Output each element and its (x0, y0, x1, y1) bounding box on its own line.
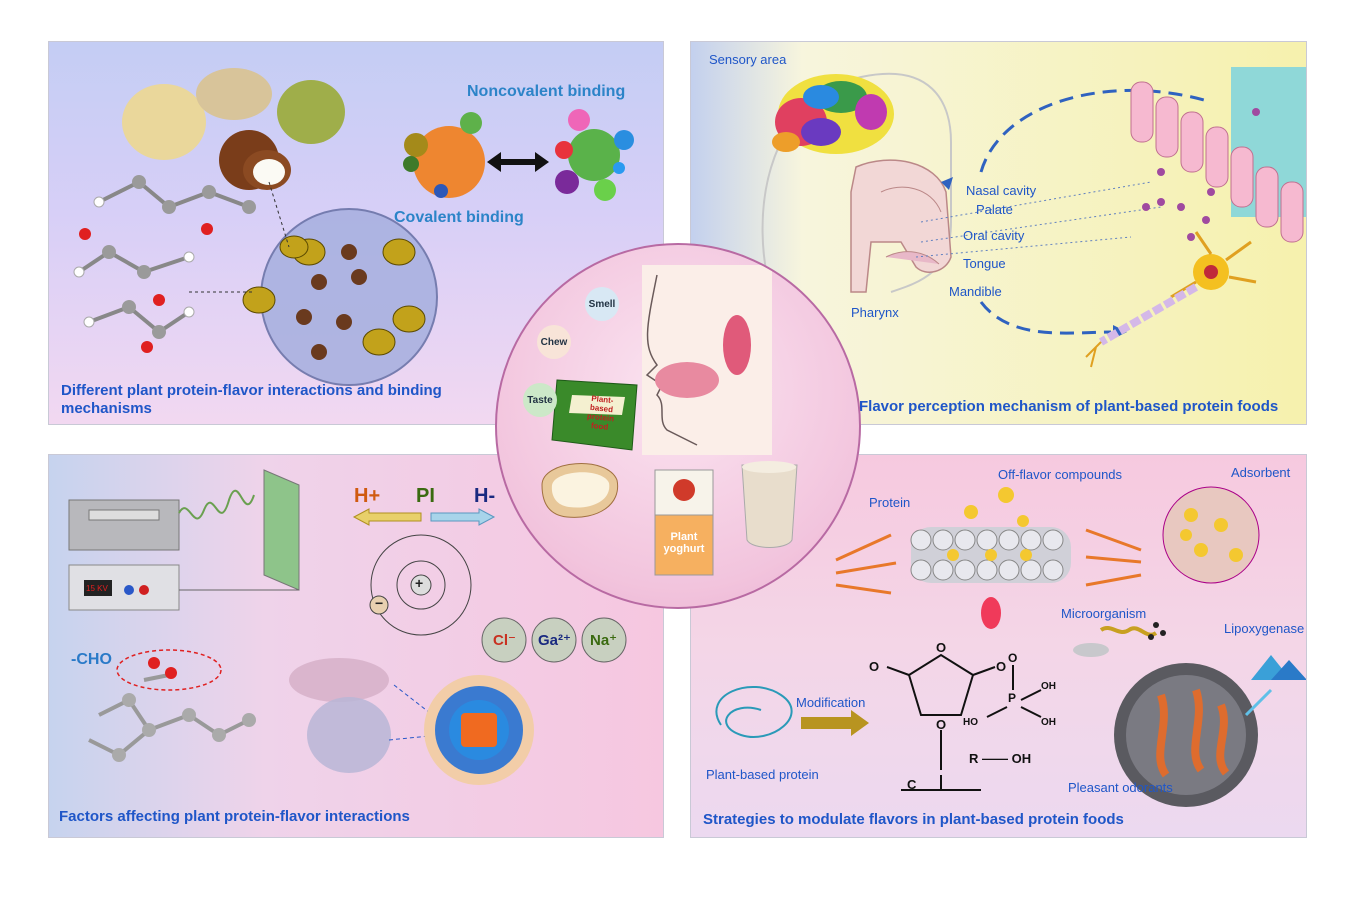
noncovalent-label: Noncovalent binding (467, 83, 626, 100)
oral-cavity-label: Oral cavity (963, 228, 1025, 243)
atom-o-phosphoryl: O (1008, 651, 1018, 665)
negative-charge-label: − (375, 595, 384, 611)
ion-ga-label: Ga²⁺ (538, 632, 571, 649)
milk-glass-icon (741, 461, 798, 548)
protein-label: Protein (869, 495, 911, 510)
binding-scheme (403, 109, 634, 201)
adsorbent-label: Adsorbent (1231, 465, 1291, 480)
seed-pile-icon (122, 68, 345, 160)
phosphoric-acid-icon (986, 665, 1042, 718)
neuron-icon (1085, 231, 1257, 368)
modification-arrow-icon (801, 710, 869, 736)
panel-flavor-perception: Sensory area Nasal cavity Palate Oral ca… (690, 41, 1307, 425)
voltage-readout: 15 KV (86, 584, 108, 593)
pleasant-odorants-label: Pleasant odorants (1068, 780, 1173, 795)
sensory-area-label: Sensory area (709, 52, 787, 67)
positive-charge-label: + (415, 575, 424, 591)
arrows-icon (835, 528, 1142, 595)
ph-arrows-icon (352, 508, 496, 526)
h-plus-label: H+ (354, 485, 381, 507)
high-voltage-device-icon (68, 469, 300, 611)
center-illustration (541, 265, 798, 576)
odor-molecules-icon (1142, 108, 1260, 241)
dashed-arrow-icon (979, 88, 1212, 173)
aldehyde-molecule-icon (88, 649, 256, 762)
double-arrow-icon (487, 152, 549, 172)
pharynx-label: Pharynx (851, 305, 899, 320)
center-circle: Smell Chew Taste Plant-based protein foo… (495, 243, 861, 609)
atom-o-right: O (996, 659, 1007, 674)
ion-cl-label: Cl⁻ (493, 632, 516, 649)
modification-label: Modification (796, 695, 866, 710)
dashed-arrow-icon (979, 301, 1112, 335)
protein-layer-icon (910, 487, 1071, 583)
protein-structure-icon (289, 658, 440, 773)
coconut-icon (219, 130, 291, 190)
package-label: Plant-based protein food (586, 393, 615, 432)
yoghurt-cup-icon (654, 469, 714, 576)
atom-o-left: O (869, 659, 880, 674)
flame-icon (981, 597, 1001, 629)
atom-o-ring: O (936, 640, 947, 655)
adsorbent-icon (1162, 486, 1260, 584)
fiber-network-icon (1114, 655, 1306, 807)
panel-influencing-factors: H+ PI H- + − 15 KV -CHO Cl⁻ Ga²⁺ Na⁺ Fac… (48, 454, 664, 838)
atom-ho: HO (963, 717, 978, 728)
chew-bubble: Chew (537, 325, 571, 359)
atom-o-carbonyl: O (936, 717, 947, 732)
micelle-icon (424, 675, 534, 785)
binding-illustration (73, 68, 634, 386)
factors-illustration (68, 469, 627, 785)
mandible-label: Mandible (949, 284, 1002, 299)
flavor-molecule-icon (73, 175, 256, 353)
h-minus-label: H- (474, 485, 496, 507)
panel-binding-interactions: Noncovalent binding Covalent binding Dif… (48, 41, 664, 425)
panel-title: Factors affecting plant protein-flavor i… (59, 808, 410, 825)
brain-icon (772, 74, 894, 154)
atom-p: P (1008, 691, 1017, 705)
strategies-illustration (715, 486, 1306, 807)
nasal-cavity-label: Nasal cavity (966, 183, 1037, 198)
taste-bubble: Taste (523, 383, 557, 417)
charge-diagram-icon (369, 534, 472, 636)
cho-label: -CHO (71, 651, 112, 668)
tongue-label: Tongue (963, 256, 1006, 271)
r-oh-formula: R —— OH (969, 751, 1032, 766)
panel-title: Different plant protein-flavor interacti… (61, 382, 442, 417)
yoghurt-label: Plant yoghurt (663, 531, 705, 555)
bread-icon (541, 463, 619, 518)
atom-oh-1: OH (1041, 681, 1056, 692)
salivary-gland-icon (723, 315, 751, 375)
ion-na-label: Na⁺ (590, 632, 618, 649)
microorganism-icon (1073, 622, 1166, 657)
atom-oh-2: OH (1041, 717, 1056, 728)
panel-title: Flavor perception mechanism of plant-bas… (859, 398, 1279, 415)
face-background (642, 265, 772, 455)
smell-bubble: Smell (585, 287, 619, 321)
face-profile (645, 274, 698, 446)
oral-nasal-anatomy (850, 159, 952, 293)
atom-c: C (907, 777, 917, 792)
off-flavor-label: Off-flavor compounds (998, 467, 1123, 482)
perception-illustration (761, 67, 1306, 368)
olfactory-cells-icon (1130, 67, 1306, 243)
signal-paths (915, 181, 1162, 258)
succinic-anhydride-icon (886, 653, 996, 791)
microorganism-label: Microorganism (1061, 606, 1147, 621)
protein-coil-icon (715, 686, 793, 738)
protein-particle-icon (189, 181, 438, 386)
palate-label: Palate (976, 202, 1013, 217)
plant-protein-label: Plant-based protein (706, 767, 819, 782)
ion-spheres-icon (481, 617, 627, 663)
pi-label: PI (416, 485, 435, 507)
package-icon (551, 379, 638, 451)
mouth-icon (655, 362, 719, 398)
panel-title: Strategies to modulate flavors in plant-… (703, 811, 1124, 828)
covalent-label: Covalent binding (394, 209, 524, 226)
lipoxygenase-label: Lipoxygenase (1224, 621, 1305, 636)
